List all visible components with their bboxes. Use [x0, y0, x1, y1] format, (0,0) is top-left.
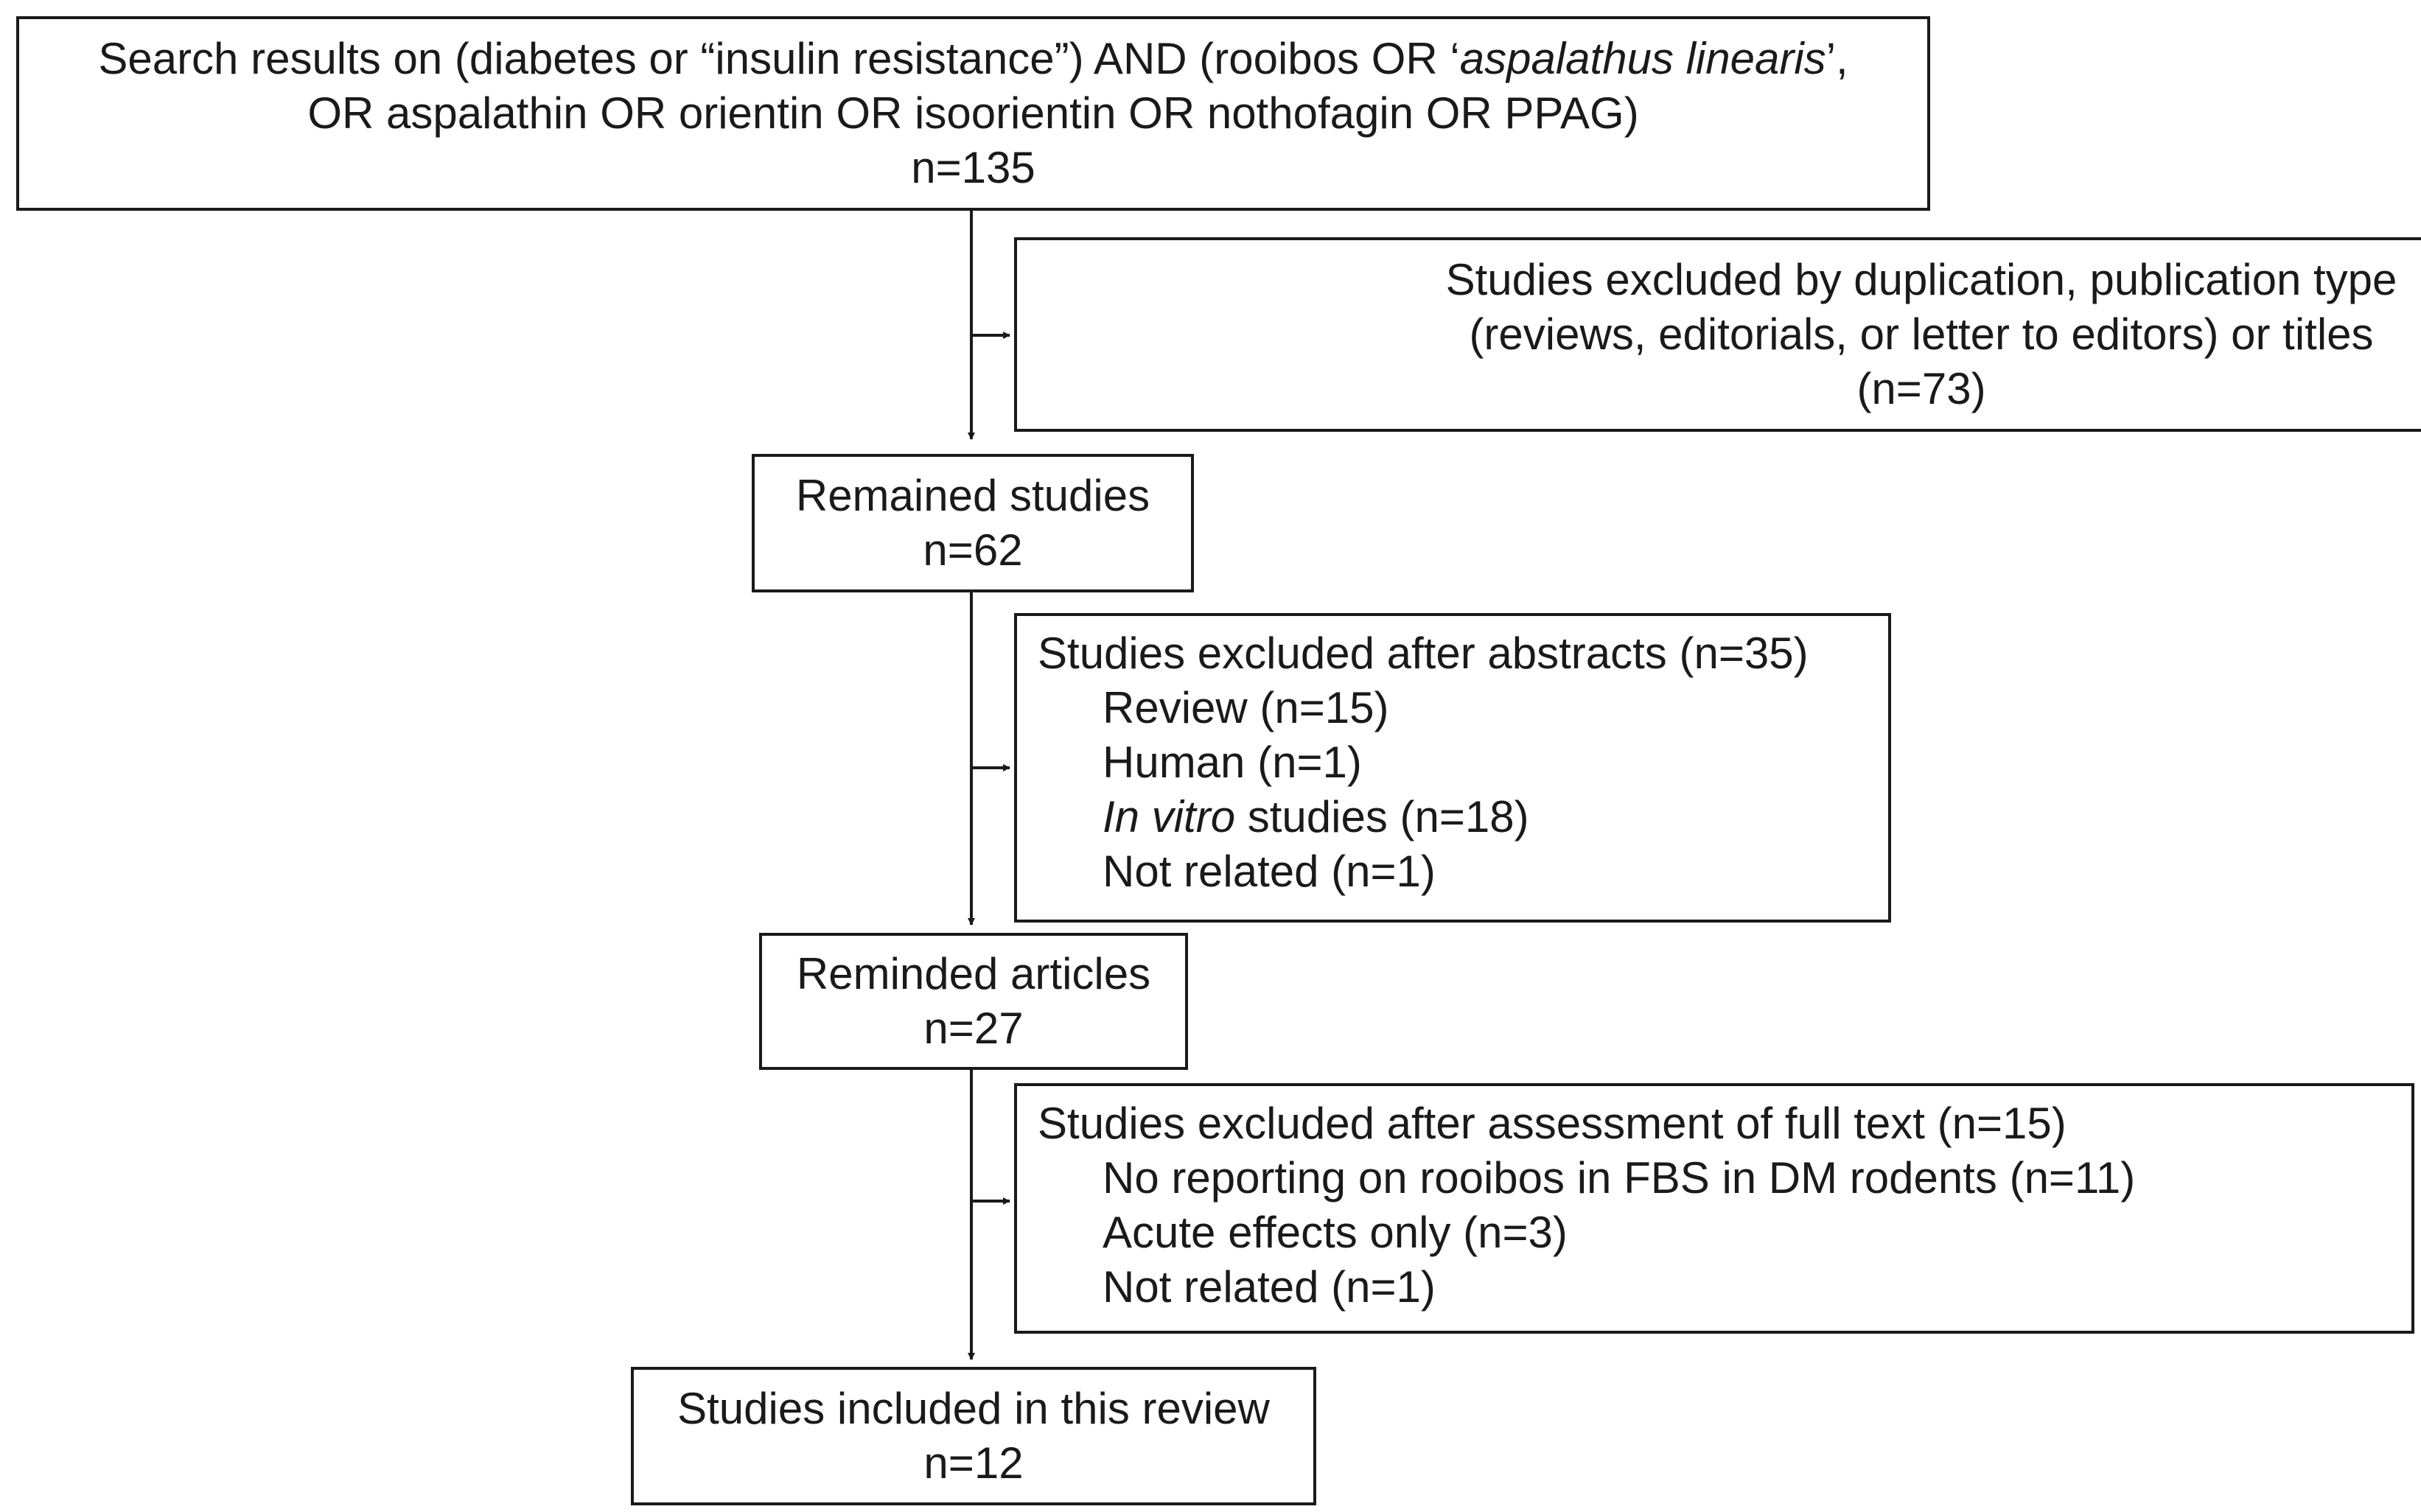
exclusion-box-1: Studies excluded by duplication, publica… — [1014, 237, 2421, 432]
exclusion-2-item: In vitro studies (n=18) — [1103, 792, 1529, 841]
search-line-1-pre: Search results on (diabetes or “insulin … — [98, 34, 1460, 83]
exclusion-3-title: Studies excluded after assessment of ful… — [1038, 1099, 2067, 1148]
exclusion-2-item: Human (n=1) — [1103, 738, 1362, 787]
included-title: Studies included in this review — [677, 1384, 1270, 1433]
exclusion-1-count: (n=73) — [1856, 364, 1986, 413]
exclusion-box-2: Studies excluded after abstracts (n=35) … — [1014, 613, 1891, 923]
reminded-title: Reminded articles — [796, 949, 1151, 998]
search-line-1-italic: aspalathus linearis — [1459, 34, 1826, 83]
remained-count: n=62 — [923, 525, 1023, 575]
exclusion-3-item: No reporting on rooibos in FBS in DM rod… — [1103, 1153, 2136, 1203]
search-line-2: OR aspalathin OR orientin OR isoorientin… — [307, 88, 1639, 138]
search-line-1: Search results on (diabetes or “insulin … — [98, 32, 1848, 86]
search-line-1-post: ’, — [1826, 34, 1848, 83]
exclusion-2-item: Not related (n=1) — [1103, 847, 1436, 896]
exclusion-3-item: Acute effects only (n=3) — [1103, 1208, 1568, 1257]
exclusion-1-line-1: Studies excluded by duplication, publica… — [1445, 255, 2397, 304]
search-count: n=135 — [911, 143, 1035, 192]
remained-studies-box: Remained studies n=62 — [752, 454, 1194, 592]
included-studies-box: Studies included in this review n=12 — [631, 1367, 1316, 1505]
exclusion-box-3: Studies excluded after assessment of ful… — [1014, 1083, 2414, 1334]
exclusion-3-item: Not related (n=1) — [1103, 1262, 1436, 1312]
exclusion-1-line-2: (reviews, editorials, or letter to edito… — [1469, 309, 2374, 359]
exclusion-2-title: Studies excluded after abstracts (n=35) — [1038, 629, 1809, 678]
reminded-count: n=27 — [923, 1004, 1024, 1053]
exclusion-2-item: Review (n=15) — [1103, 683, 1389, 732]
remained-title: Remained studies — [795, 471, 1150, 520]
included-count: n=12 — [923, 1438, 1024, 1488]
reminded-articles-box: Reminded articles n=27 — [759, 933, 1188, 1070]
search-results-box: Search results on (diabetes or “insulin … — [16, 16, 1930, 211]
